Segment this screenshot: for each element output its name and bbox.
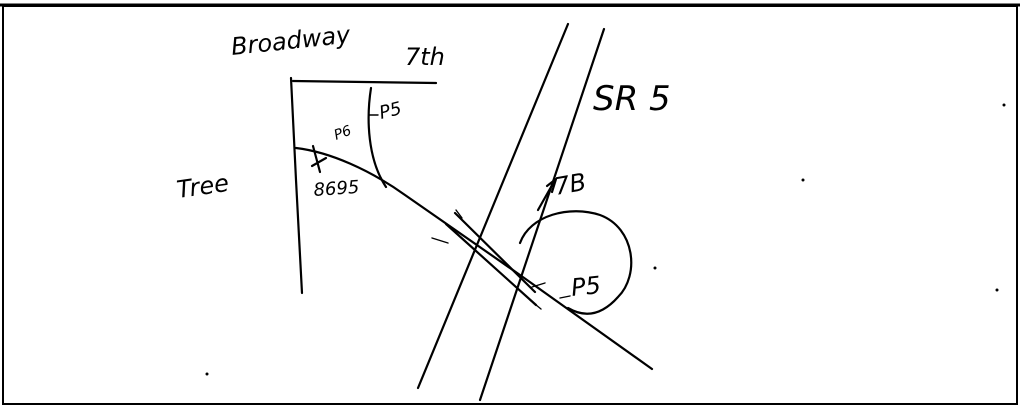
label-tree: Tree (175, 169, 231, 204)
label-7th: 7th (405, 43, 445, 71)
bridge-tick-left (431, 237, 449, 244)
label-sr5: SR 5 (593, 79, 671, 119)
sr5-line-right (478, 27, 606, 402)
stray-dot-3 (995, 288, 999, 292)
bridge-mark-lower (444, 222, 538, 307)
ramp-arrow (536, 177, 558, 212)
diagonal-road (294, 146, 654, 371)
curve-arc (367, 86, 388, 189)
stray-dot-1 (801, 178, 805, 182)
loop-ramp (518, 210, 633, 315)
bridge-mark-upper (453, 211, 537, 294)
label-p5-lower: P5 (570, 271, 603, 302)
label-p6: P6 (332, 123, 354, 144)
label-p5-upper: P5 (377, 98, 404, 124)
tree-marker (310, 144, 328, 174)
p5-lower-dash (559, 295, 571, 299)
label-7b: 7B (552, 168, 588, 201)
stray-dot-2 (1002, 103, 1006, 107)
bridge-tick-right2 (529, 299, 542, 310)
label-broadway: Broadway (230, 21, 353, 61)
stray-dot-4 (205, 372, 209, 376)
bridge-tick-right (531, 282, 546, 288)
bridge-tick-left2 (455, 209, 463, 219)
broadway-street-line (289, 76, 304, 295)
stray-dot-5 (653, 266, 657, 270)
label-8695: 8695 (313, 177, 360, 201)
sketch-frame (2, 5, 1018, 405)
seventh-street-line (291, 79, 438, 85)
sr5-line-left (416, 22, 570, 390)
